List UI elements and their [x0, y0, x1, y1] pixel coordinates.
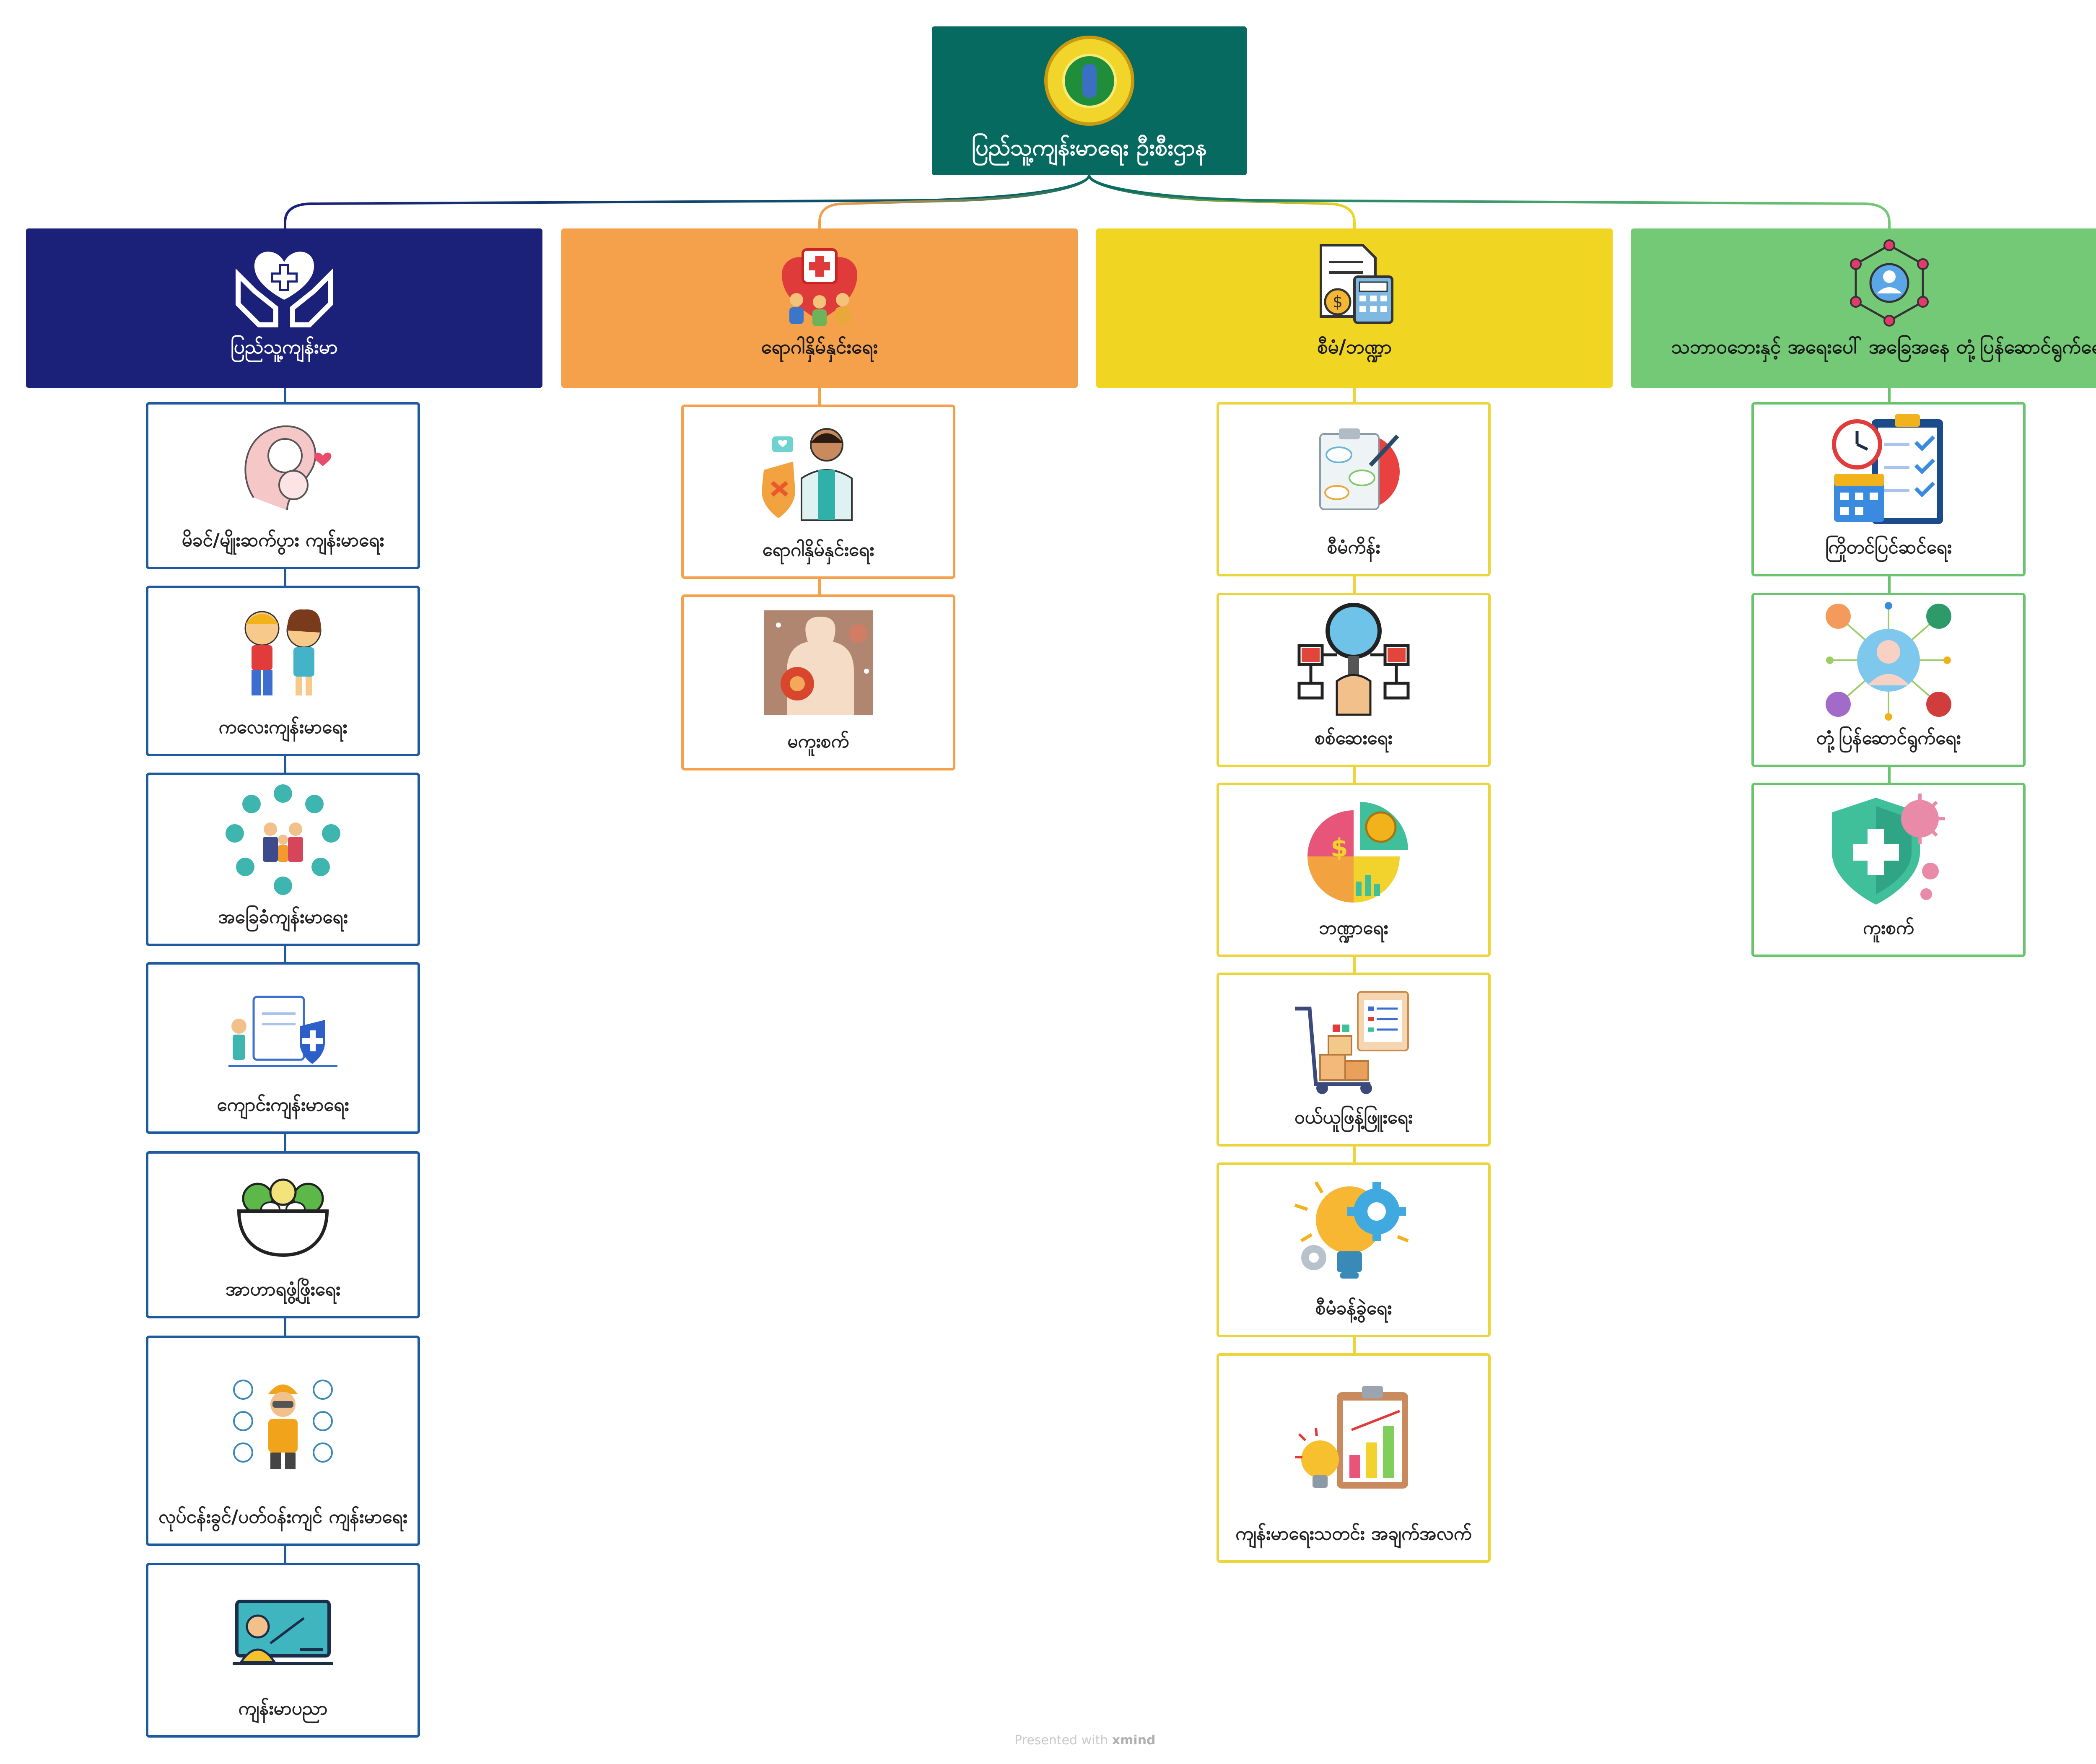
node-label: တုံ့ပြန်ဆောင်ရွက်ရေး [1816, 727, 1961, 749]
node-occupational-health[interactable]: လုပ်ငန်းခွင်/ပတ်ဝန်းကျင် ကျန်းမာရေး [146, 1336, 420, 1546]
category-public-health[interactable]: ပြည်သူ့ကျန်းမာ [26, 228, 542, 388]
node-health-information[interactable]: ကျန်းမာရေးသတင်း အချက်အလက် [1217, 1353, 1491, 1563]
node-label: အာဟာရဖွံ့ဖြိုးရေး [225, 1278, 341, 1300]
node-child-health[interactable]: ကလေးကျန်းမာရေး [146, 586, 420, 756]
bulb-gear-icon [1219, 1165, 1488, 1296]
node-disease-control[interactable]: ရောဂါနှိမ်နှင်းရေး [681, 405, 955, 579]
finance-calculator-icon: $ [1308, 237, 1401, 329]
node-planning[interactable]: စီမံကိန်း [1217, 402, 1491, 576]
node-label: ကျန်းမာပညာ [238, 1697, 328, 1719]
node-label: စီမံခန့်ခွဲရေး [1315, 1297, 1392, 1319]
root-title: ပြည်သူ့ကျန်းမာရေး ဦးစီးဌာန [971, 134, 1207, 161]
node-basic-health[interactable]: အခြေခံကျန်းမာရေး [146, 773, 420, 946]
node-preparedness[interactable]: ကြိုတင်ပြင်ဆင်ရေး [1751, 402, 2026, 576]
salad-bowl-icon [148, 1154, 418, 1277]
node-label: စစ်ဆေးရေး [1315, 727, 1393, 749]
category-disease-control[interactable]: ရောဂါနှိမ်နှင်းရေး [561, 228, 1078, 388]
category-emergency-response[interactable]: သဘာဝဘေးနှင့် အရေးပေါ် အခြေအနေ တုံ့ပြန်ဆေ… [1631, 228, 2096, 388]
node-label: ဘဏ္ဍာရေး [1319, 917, 1388, 939]
footer-brand: xmind [1112, 1733, 1156, 1748]
node-label: မကူးစက် [787, 730, 849, 752]
node-label: လုပ်ငန်းခွင်/ပတ်ဝန်းကျင် ကျန်းမာရေး [158, 1506, 407, 1528]
node-label: မိခင်/မျိုးဆက်ပွား ကျန်းမာရေး [182, 529, 384, 551]
noncommunicable-icon [684, 597, 953, 729]
family-care-icon [148, 775, 418, 905]
node-label: စီမံကိန်း [1327, 536, 1380, 558]
node-label: ရောဂါနှိမ်နှင်းရေး [762, 539, 874, 560]
footer-watermark: Presented with xmind [1014, 1733, 1156, 1748]
category-admin-finance[interactable]: $ စီမံ/ဘဏ္ဍာ [1096, 228, 1613, 388]
node-response[interactable]: တုံ့ပြန်ဆောင်ရွက်ရေး [1751, 593, 2026, 767]
node-label: ကျန်းမာရေးသတင်း အချက်အလက် [1235, 1523, 1472, 1544]
magnifier-audit-icon [1219, 595, 1488, 726]
node-procurement[interactable]: ဝယ်ယူဖြန့်ဖြူးရေး [1217, 973, 1491, 1147]
category-label: စီမံ/ဘဏ္ဍာ [1317, 335, 1392, 358]
doctor-shield-icon [684, 407, 953, 537]
checklist-calendar-icon [1754, 405, 2023, 535]
mother-baby-icon [148, 405, 418, 528]
disease-control-icon [773, 237, 866, 329]
teacher-board-icon [148, 1565, 418, 1696]
school-health-icon [148, 965, 418, 1092]
hands-heart-icon [230, 237, 339, 329]
node-label: ကူးစက် [1863, 917, 1914, 939]
node-school-health[interactable]: ကျောင်းကျန်းမာရေး [146, 962, 420, 1134]
worker-safety-icon [148, 1338, 418, 1505]
node-label: ဝယ်ယူဖြန့်ဖြူးရေး [1294, 1106, 1413, 1128]
department-seal-logo [1044, 36, 1134, 126]
health-info-chart-icon [1219, 1356, 1488, 1521]
node-label: ကြိုတင်ပြင်ဆင်ရေး [1825, 536, 1952, 558]
response-network-icon [1754, 595, 2023, 726]
svg-text:$: $ [1333, 293, 1343, 311]
node-label: ကလေးကျန်းမာရေး [218, 716, 348, 738]
root-node[interactable]: ပြည်သူ့ကျန်းမာရေး ဦးစီးဌာန [932, 26, 1247, 175]
node-finance[interactable]: $ ဘဏ္ဍာရေး [1217, 783, 1491, 957]
svg-text:$: $ [1331, 833, 1348, 863]
node-audit[interactable]: စစ်ဆေးရေး [1217, 593, 1491, 767]
virus-shield-icon [1754, 785, 2023, 916]
footer-prefix: Presented with [1014, 1733, 1108, 1748]
node-maternal-health[interactable]: မိခင်/မျိုးဆက်ပွား ကျန်းမာရေး [146, 402, 420, 569]
category-label: ရောဂါနှိမ်နှင်းရေး [761, 335, 878, 358]
children-icon [148, 588, 418, 715]
category-label: ပြည်သူ့ကျန်းမာ [231, 335, 338, 358]
node-nutrition[interactable]: အာဟာရဖွံ့ဖြိုးရေး [146, 1151, 420, 1318]
node-health-education[interactable]: ကျန်းမာပညာ [146, 1563, 420, 1738]
pie-money-icon: $ [1219, 785, 1488, 916]
node-label: ကျောင်းကျန်းမာရေး [217, 1094, 349, 1115]
category-label: သဘာဝဘေးနှင့် အရေးပေါ် အခြေအနေ တုံ့ပြန်ဆေ… [1671, 335, 2096, 358]
node-communicable[interactable]: ကူးစက် [1751, 783, 2026, 957]
node-label: အခြေခံကျန်းမာရေး [218, 906, 348, 928]
clipboard-plan-icon [1219, 405, 1488, 535]
node-management[interactable]: စီမံခန့်ခွဲရေး [1217, 1162, 1491, 1337]
supply-trolley-icon [1219, 975, 1488, 1105]
node-noncommunicable[interactable]: မကူးစက် [681, 594, 955, 770]
network-person-icon [1843, 237, 1935, 329]
